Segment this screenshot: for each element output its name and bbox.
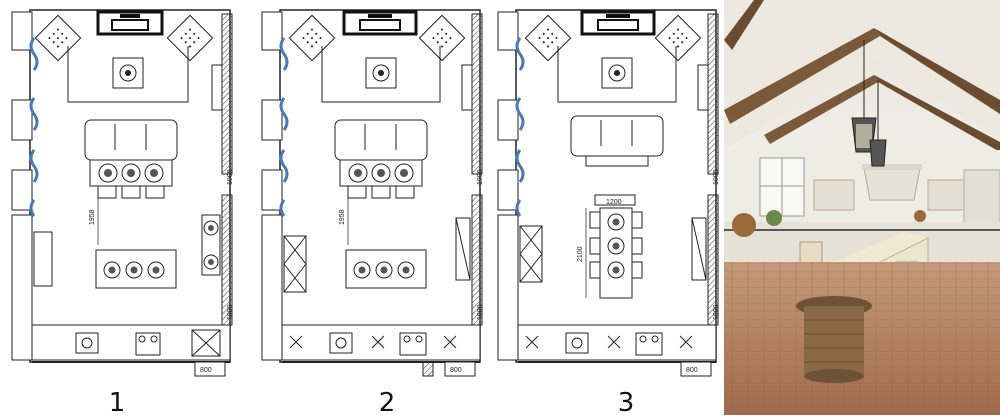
floor-plan-1-drawing: 1958 1000 1000 800 <box>11 9 234 377</box>
dimension-label-1000-b: 1000 <box>227 304 234 320</box>
dimension-label-1000-a: 1000 <box>477 169 484 185</box>
dimension-label-1958: 1958 <box>89 209 96 225</box>
dimension-label-1000-b: 1000 <box>477 304 484 320</box>
dimension-label-1000-a: 1000 <box>227 169 234 185</box>
floor-plan-2-drawing: 1958 1000 1000 800 <box>261 9 484 377</box>
dimension-label-1958: 1958 <box>339 209 346 225</box>
dimension-label-800: 800 <box>450 367 462 374</box>
plan-number-2: 2 <box>378 388 396 418</box>
floor-plan-2: 1958 1000 1000 800 <box>260 0 490 385</box>
dimension-label-1000-b: 1000 <box>713 304 720 320</box>
floor-plan-1: 1958 1000 1000 800 <box>10 0 240 385</box>
plan-number-1: 1 <box>108 388 126 418</box>
dimension-label-800: 800 <box>686 367 698 374</box>
kitchen-photo-illustration <box>724 0 1000 415</box>
floor-plan-3-drawing: 1200 2100 1000 1000 800 <box>497 9 720 377</box>
kitchen-photo <box>724 0 1000 415</box>
dimension-label-800: 800 <box>200 367 212 374</box>
dimension-label-2100: 2100 <box>577 246 584 262</box>
floor-plan-3: 1200 2100 1000 1000 800 <box>496 0 724 385</box>
plan-number-3: 3 <box>617 388 635 418</box>
dimension-label-1200: 1200 <box>606 199 622 206</box>
dimension-label-1000-a: 1000 <box>713 169 720 185</box>
